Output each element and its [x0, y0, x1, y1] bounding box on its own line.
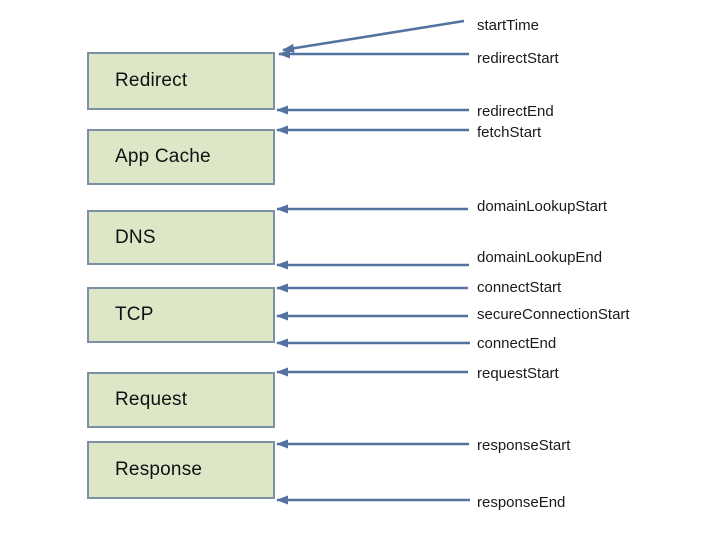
label-connectStart: connectStart — [477, 279, 562, 296]
box-request-label: Request — [115, 389, 188, 410]
label-redirectEnd: redirectEnd — [477, 103, 554, 120]
label-domainLookupStart: domainLookupStart — [477, 198, 608, 215]
label-responseEnd: responseEnd — [477, 494, 566, 511]
box-dns: DNS — [87, 210, 275, 265]
box-tcp-label: TCP — [115, 304, 154, 325]
label-responseStart: responseStart — [477, 437, 571, 454]
box-response: Response — [87, 441, 275, 499]
label-redirectStart: redirectStart — [477, 50, 559, 67]
label-startTime: startTime — [477, 17, 539, 34]
box-response-label: Response — [115, 459, 203, 480]
label-secureConnectionStart: secureConnectionStart — [477, 306, 630, 323]
box-tcp: TCP — [87, 287, 275, 343]
box-redirect: Redirect — [87, 52, 275, 110]
box-app-cache-label: App Cache — [115, 146, 211, 167]
label-fetchStart: fetchStart — [477, 124, 542, 141]
box-redirect-label: Redirect — [115, 70, 188, 91]
label-connectEnd: connectEnd — [477, 335, 557, 352]
label-domainLookupEnd: domainLookupEnd — [477, 249, 603, 266]
arrow-startTime — [282, 19, 465, 53]
label-requestStart: requestStart — [477, 365, 559, 382]
box-dns-label: DNS — [115, 226, 156, 248]
box-request: Request — [87, 372, 275, 428]
box-app-cache: App Cache — [87, 129, 275, 185]
